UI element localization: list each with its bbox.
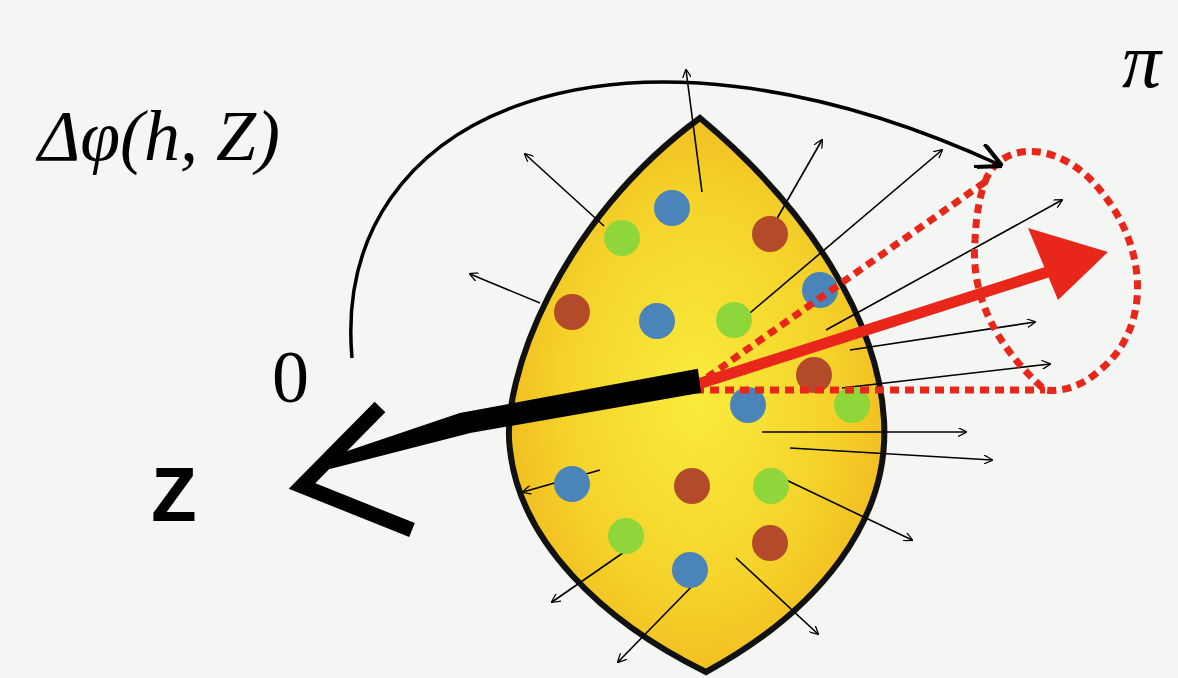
- flow-arrows: [470, 70, 1062, 662]
- jet-cone: [695, 151, 1138, 390]
- zero-label: 0: [272, 340, 309, 414]
- boson-label: Z: [150, 460, 198, 540]
- pi-label: π: [1122, 22, 1161, 100]
- angle-label: Δφ(h, Z): [38, 100, 280, 172]
- angle-curve-arrow: [351, 82, 1000, 358]
- z-boson-arrow: [302, 370, 700, 530]
- jet-arrow: [695, 228, 1108, 385]
